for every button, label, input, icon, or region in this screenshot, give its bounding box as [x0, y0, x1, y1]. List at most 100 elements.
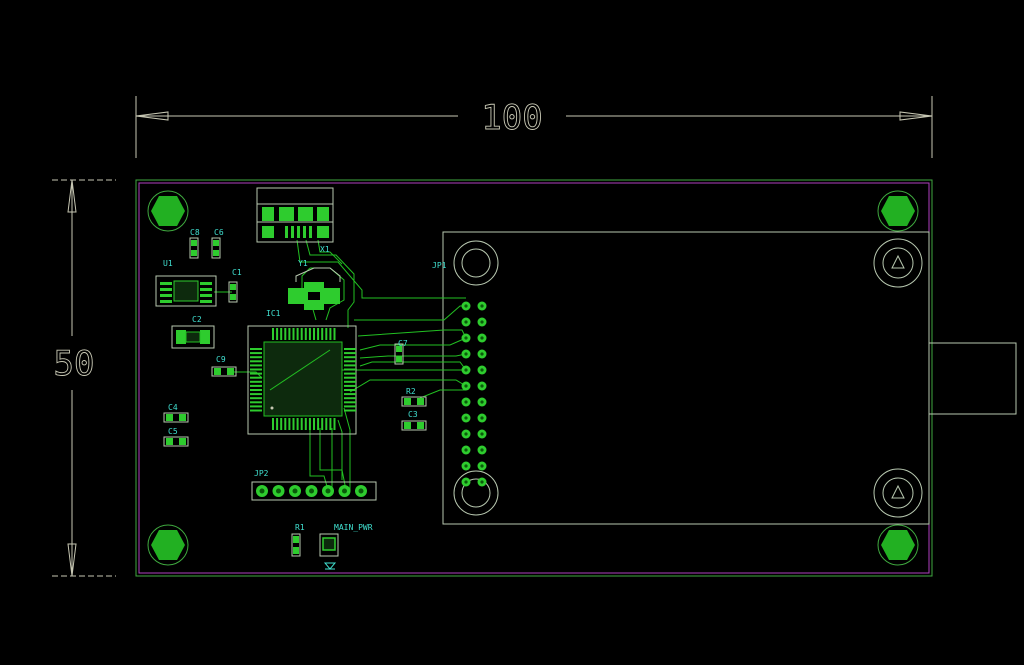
- c7-label: C7: [398, 339, 408, 348]
- height-dimension-label: 50: [54, 344, 95, 384]
- header-pad-hole: [464, 384, 468, 388]
- header-pad-hole: [480, 304, 484, 308]
- r2-resistor: R2: [401, 387, 427, 407]
- main-pwr-label: MAIN_PWR: [334, 523, 373, 532]
- height-dimension: 50: [52, 179, 116, 577]
- jp2-pads: [256, 485, 367, 497]
- ic1-pin: [276, 418, 279, 430]
- ic1-pin: [250, 360, 262, 363]
- header-pad-hole: [464, 304, 468, 308]
- width-arrow-right-icon: [899, 111, 933, 121]
- ic1-pin: [292, 418, 295, 430]
- ic1-pin: [308, 328, 311, 340]
- ic1-pin: [272, 328, 274, 340]
- ic1-pin: [288, 418, 291, 430]
- led-symbol-icon: [323, 562, 337, 570]
- ic1-pin: [292, 328, 295, 340]
- mounting-hole-top-right: [877, 190, 919, 232]
- ic1-pin: [344, 393, 356, 396]
- u1-label: U1: [163, 259, 173, 268]
- jp1-module: JP1: [432, 231, 1017, 525]
- ic1-pin: [250, 368, 262, 371]
- triangle-marker-icon: [891, 254, 905, 269]
- header-pad-hole: [464, 352, 468, 356]
- header-pad-hole: [480, 336, 484, 340]
- ic1-pin: [308, 418, 311, 430]
- header-pad-hole: [276, 488, 281, 494]
- header-pad-hole: [464, 416, 468, 420]
- ic1-pin: [304, 328, 307, 340]
- c5-label: C5: [168, 427, 178, 436]
- header-pad-hole: [464, 336, 468, 340]
- ic1-pin: [325, 418, 328, 430]
- header-pad-hole: [480, 416, 484, 420]
- header-pad-hole: [480, 384, 484, 388]
- x1-label: X1: [320, 245, 330, 254]
- ic1-pin: [333, 418, 336, 430]
- ic1-pin: [296, 418, 299, 430]
- r1-resistor: R1: [291, 523, 305, 557]
- jp1-hole-top-left: [453, 240, 499, 286]
- header-pad-hole: [464, 320, 468, 324]
- ic1-pin: [344, 368, 356, 371]
- r1-label: R1: [295, 523, 305, 532]
- header-pad-hole: [464, 448, 468, 452]
- jp1-header-pads: [461, 301, 487, 487]
- ic1-pin: [321, 418, 324, 430]
- mounting-hole-bottom-right: [877, 524, 919, 566]
- c1-capacitor: C1: [228, 268, 242, 303]
- ic1-pin: [329, 328, 332, 340]
- c3-capacitor: C3: [401, 410, 427, 431]
- c2-capacitor: C2: [171, 315, 215, 349]
- ic1-pin: [344, 348, 356, 350]
- ic1-pin: [344, 405, 356, 408]
- ic1-pin: [333, 328, 336, 340]
- ic1-pin: [344, 352, 356, 355]
- header-pad-hole: [358, 488, 364, 494]
- ic1-pin: [344, 401, 356, 404]
- header-pad-hole: [309, 488, 314, 494]
- jp1-connector-tab: [928, 342, 1017, 415]
- header-pad-hole: [259, 488, 265, 494]
- ic1-pin: [250, 389, 262, 391]
- x1-usb-connector: X1: [256, 187, 334, 254]
- header-pad-hole: [464, 464, 468, 468]
- c7-capacitor: C7: [394, 339, 408, 365]
- triangle-marker-icon: [891, 484, 905, 499]
- header-pad-hole: [480, 432, 484, 436]
- ic1-pin: [317, 418, 320, 430]
- header-pad-hole: [464, 432, 468, 436]
- c9-capacitor: C9: [211, 355, 237, 377]
- ic1-pin: [284, 328, 287, 340]
- ic1-pin: [250, 356, 262, 359]
- ic1-pin: [250, 376, 262, 379]
- u1-chip: U1: [155, 259, 217, 307]
- width-dimension-label: 100: [481, 98, 542, 138]
- c6-label: C6: [214, 228, 224, 237]
- ic1-pin: [276, 328, 279, 340]
- ic1-pin: [296, 328, 299, 340]
- ic1-pin: [344, 364, 356, 367]
- header-pad-hole: [464, 400, 468, 404]
- board-outline: [135, 179, 933, 577]
- ic1-pin: [317, 328, 320, 340]
- c4-capacitor: C4: [163, 403, 189, 423]
- ic1-pins: [250, 328, 356, 430]
- c2-label: C2: [192, 315, 202, 324]
- ic1-label: IC1: [266, 309, 281, 318]
- ic1-pin: [344, 409, 356, 412]
- ic1-pin: [344, 397, 356, 400]
- mounting-hole-bottom-left: [147, 524, 189, 566]
- width-dimension: 100: [135, 96, 933, 158]
- ic1-pin: [344, 389, 356, 391]
- c8-capacitor: C8: [189, 228, 200, 259]
- c6-capacitor: C6: [211, 228, 224, 259]
- jp1-label: JP1: [432, 261, 447, 270]
- header-pad-hole: [480, 448, 484, 452]
- jp2-label: JP2: [254, 469, 269, 478]
- main-pwr-led: MAIN_PWR: [319, 523, 373, 570]
- ic1-pin: [250, 380, 262, 383]
- header-pad-hole: [480, 352, 484, 356]
- c4-label: C4: [168, 403, 178, 412]
